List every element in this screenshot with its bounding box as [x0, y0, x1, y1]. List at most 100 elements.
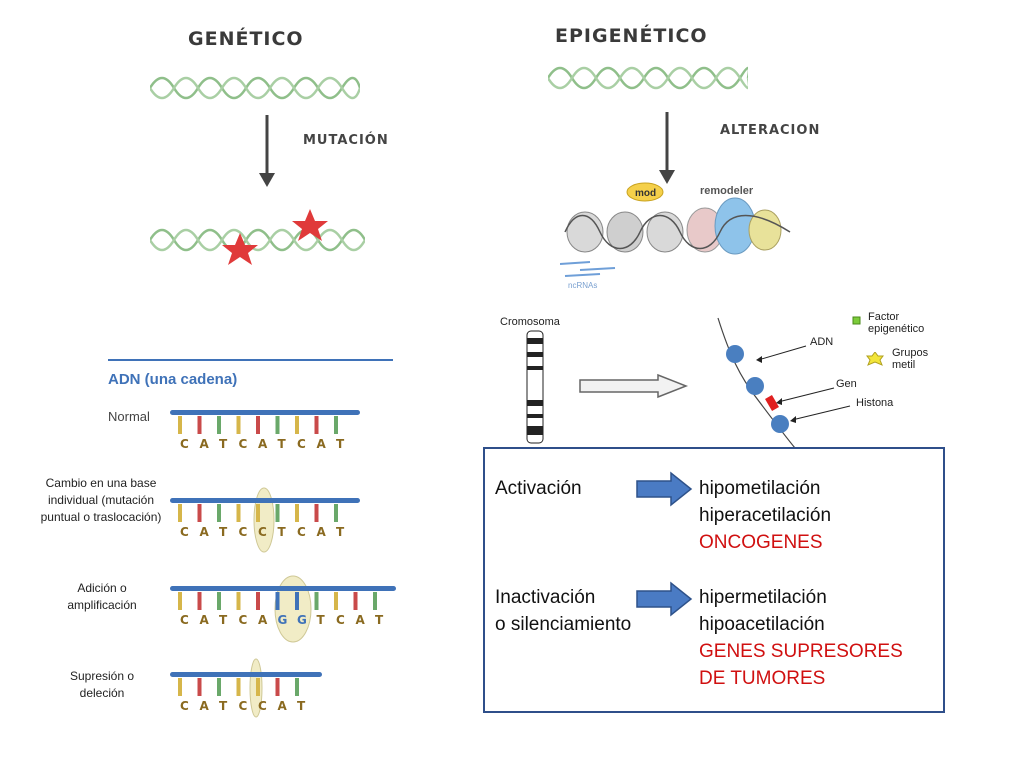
base-bar: [217, 504, 221, 522]
base-letter: G: [277, 613, 288, 627]
base-letter: C: [238, 525, 248, 539]
base-letter: A: [199, 525, 209, 539]
base-letter: C: [297, 437, 306, 451]
base-letter: A: [316, 437, 326, 451]
inactivation-arrow-icon: [636, 581, 693, 617]
base-letter: A: [355, 613, 365, 627]
base-bar: [295, 678, 299, 696]
base-letter: A: [199, 699, 209, 713]
activation-effect-2: hiperacetilación: [699, 505, 832, 526]
base-bar: [275, 592, 280, 610]
base-letter: A: [316, 525, 326, 539]
base-letter: T: [219, 613, 228, 627]
deletion-caption: Supresión o deleción: [69, 669, 135, 700]
legend-metil-label: Grupos metil: [892, 347, 929, 371]
base-letter: C: [258, 699, 267, 713]
summary-box: Activación hipometilación hiperacetilaci…: [483, 447, 945, 713]
inactivation-effect-2: hipoacetilación: [699, 614, 825, 635]
base-bar: [178, 416, 182, 434]
base-letter: A: [199, 613, 209, 627]
base-bar: [256, 416, 260, 434]
base-bar: [236, 592, 241, 610]
activation-arrow-icon: [636, 471, 693, 507]
base-bar: [275, 678, 280, 696]
base-letter: C: [180, 437, 189, 451]
adn-label: ADN: [810, 336, 834, 348]
dna-strand-amplification: [170, 586, 396, 610]
normal-label: Normal: [108, 409, 150, 424]
base-bar: [197, 592, 202, 610]
inactivation-effect-1: hipermetilación: [699, 587, 827, 608]
chromosome-label: Cromosoma: [500, 316, 560, 328]
chromosome-icon: [526, 330, 544, 444]
base-bar: [373, 592, 377, 610]
silencing-label: o silenciamiento: [495, 614, 632, 635]
base-letter: A: [277, 699, 287, 713]
base-letter: T: [219, 437, 228, 451]
base-letter: G: [297, 613, 307, 627]
activation-label: Activación: [495, 478, 582, 499]
oncogenes-label: ONCOGENES: [699, 532, 823, 553]
base-letter: C: [258, 525, 267, 539]
base-letter: C: [180, 699, 189, 713]
base-bar: [314, 416, 319, 434]
mutation-star-icon: [292, 209, 328, 241]
base-bar: [334, 504, 338, 522]
epigenetic-factor-icon: [852, 316, 861, 325]
amplification-highlight: [274, 575, 312, 643]
base-bar: [295, 592, 299, 610]
base-bar: [275, 416, 280, 434]
base-letter: C: [180, 525, 189, 539]
base-bar: [314, 592, 319, 610]
genetic-title: GENÉTICO: [188, 28, 304, 50]
gen-label: Gen: [836, 378, 857, 390]
mod-label: mod: [635, 188, 656, 199]
base-letter: C: [297, 525, 306, 539]
base-letter: A: [199, 437, 209, 451]
base-bar: [236, 504, 241, 522]
base-bar: [178, 504, 182, 522]
base-letter: C: [336, 613, 345, 627]
amplification-caption: Adición o amplificación: [67, 581, 137, 612]
base-bar: [217, 678, 221, 696]
epigenetic-title: EPIGENÉTICO: [555, 25, 708, 47]
base-bar: [236, 416, 241, 434]
mutation-star-icon: [222, 233, 258, 265]
genetic-dna-helix-mutated: [150, 209, 365, 265]
dna-strand-deletion: [170, 672, 322, 696]
base-letter: C: [238, 699, 248, 713]
epigenetic-down-arrow: [659, 112, 675, 184]
base-letter: C: [238, 613, 248, 627]
base-letter: T: [316, 613, 325, 627]
base-bar: [197, 678, 202, 696]
base-bar: [197, 416, 202, 434]
genetic-dna-helix-top: [150, 76, 360, 100]
base-bar: [353, 592, 358, 610]
dna-panel-title: ADN (una cadena): [108, 371, 238, 388]
base-bar: [295, 416, 299, 434]
base-bar: [197, 504, 202, 522]
base-letter: T: [219, 525, 228, 539]
base-letter: A: [258, 613, 268, 627]
base-letter: T: [277, 437, 286, 451]
dna-strand-point-mutation: [170, 498, 360, 522]
base-bar: [217, 592, 221, 610]
activation-effect-1: hipometilación: [699, 478, 821, 499]
base-letter: T: [219, 699, 228, 713]
epigenetic-dna-helix: [548, 66, 748, 90]
base-bar: [256, 678, 260, 696]
dna-panel-rule: [108, 359, 393, 361]
mutation-label: MUTACIÓN: [303, 133, 389, 148]
base-letter: A: [258, 437, 268, 451]
point-mutation-caption: Cambio en una base individual (mutación …: [40, 476, 162, 524]
base-letter: T: [277, 525, 286, 539]
dna-histone-illustration: [717, 317, 851, 448]
alteration-label: ALTERACION: [720, 123, 821, 138]
base-bar: [314, 504, 319, 522]
base-letter: T: [336, 437, 345, 451]
inactivation-label: Inactivación: [495, 587, 596, 608]
base-letter: C: [238, 437, 248, 451]
base-bar: [256, 504, 260, 522]
tumor-suppressor-label-2: DE TUMORES: [699, 668, 826, 689]
genetic-down-arrow: [259, 115, 275, 187]
